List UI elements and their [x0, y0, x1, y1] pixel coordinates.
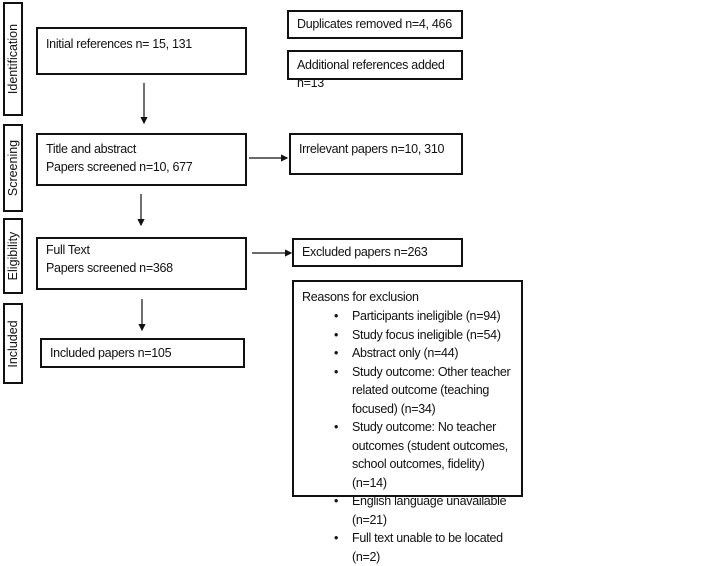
flow-arrows — [137, 83, 293, 332]
irrelevant-papers: Irrelevant papers n=10, 310 — [299, 142, 445, 156]
duplicates-box: Duplicates removed n=4, 466 — [287, 10, 463, 39]
exclusion-heading: Reasons for exclusion — [302, 290, 419, 304]
irrelevant-box: Irrelevant papers n=10, 310 — [289, 133, 463, 175]
exclusion-reason: Study outcome: No teacher outcomes (stud… — [334, 418, 517, 492]
duplicates-removed: Duplicates removed n=4, 466 — [297, 17, 452, 31]
screening-count: Papers screened n=10, 677 — [46, 160, 193, 174]
fulltext-box: Full Text Papers screened n=368 — [36, 237, 247, 290]
excluded-box: Excluded papers n=263 — [292, 238, 463, 267]
exclusion-reason: Participants ineligible (n=94) — [334, 307, 517, 326]
stage-screening: Screening — [3, 124, 23, 212]
exclusion-reason: Abstract only (n=44) — [334, 344, 517, 363]
additional-references: Additional references added n=13 — [297, 58, 445, 90]
initial-references-box: Initial references n= 15, 131 — [36, 27, 247, 75]
exclusion-reason: Study outcome: Other teacher related out… — [334, 363, 517, 419]
exclusion-reason: Full text unable to be located (n=2) — [334, 529, 517, 566]
fulltext-title: Full Text — [46, 243, 90, 257]
stage-eligibility: Eligibility — [3, 218, 23, 294]
exclusion-reason: Study focus ineligible (n=54) — [334, 326, 517, 345]
included-papers: Included papers n=105 — [50, 346, 172, 360]
stage-identification: Identification — [3, 2, 23, 116]
stage-included: Included — [3, 303, 23, 384]
screening-box: Title and abstract Papers screened n=10,… — [36, 133, 247, 186]
excluded-papers: Excluded papers n=263 — [302, 245, 428, 259]
additional-box: Additional references added n=13 — [287, 50, 463, 90]
included-box: Included papers n=105 — [40, 338, 245, 368]
initial-references: Initial references n= 15, 131 — [46, 37, 192, 51]
fulltext-count: Papers screened n=368 — [46, 261, 173, 275]
screening-title: Title and abstract — [46, 142, 137, 156]
